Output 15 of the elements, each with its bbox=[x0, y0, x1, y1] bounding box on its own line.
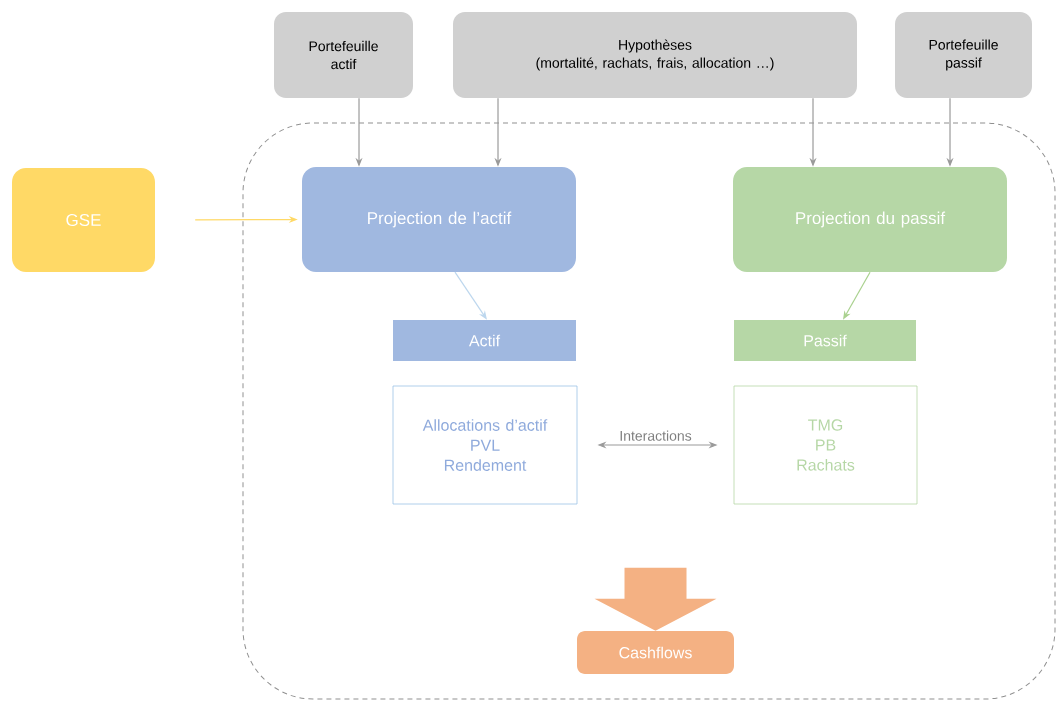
block-arrow bbox=[594, 567, 717, 631]
process-box: Projection du passif bbox=[733, 167, 1007, 272]
arrow bbox=[454, 271, 487, 320]
generator-box: GSE bbox=[12, 168, 155, 272]
list-box: TMG PB Rachats bbox=[733, 385, 918, 505]
process-box: Projection de l’actif bbox=[302, 167, 576, 272]
input-box: Portefeuille passif bbox=[895, 12, 1032, 98]
dashed-region bbox=[242, 122, 1056, 700]
header-bar: Actif bbox=[393, 320, 576, 361]
output-box: Cashflows bbox=[577, 631, 734, 674]
input-box: Portefeuille actif bbox=[274, 12, 413, 98]
list-box: Allocations d’actif PVL Rendement bbox=[392, 385, 578, 505]
header-bar: Passif bbox=[734, 320, 916, 361]
edge-label: Interactions bbox=[618, 429, 693, 442]
input-box: Hypothèses (mortalité, rachats, frais, allocation …) bbox=[453, 12, 857, 98]
